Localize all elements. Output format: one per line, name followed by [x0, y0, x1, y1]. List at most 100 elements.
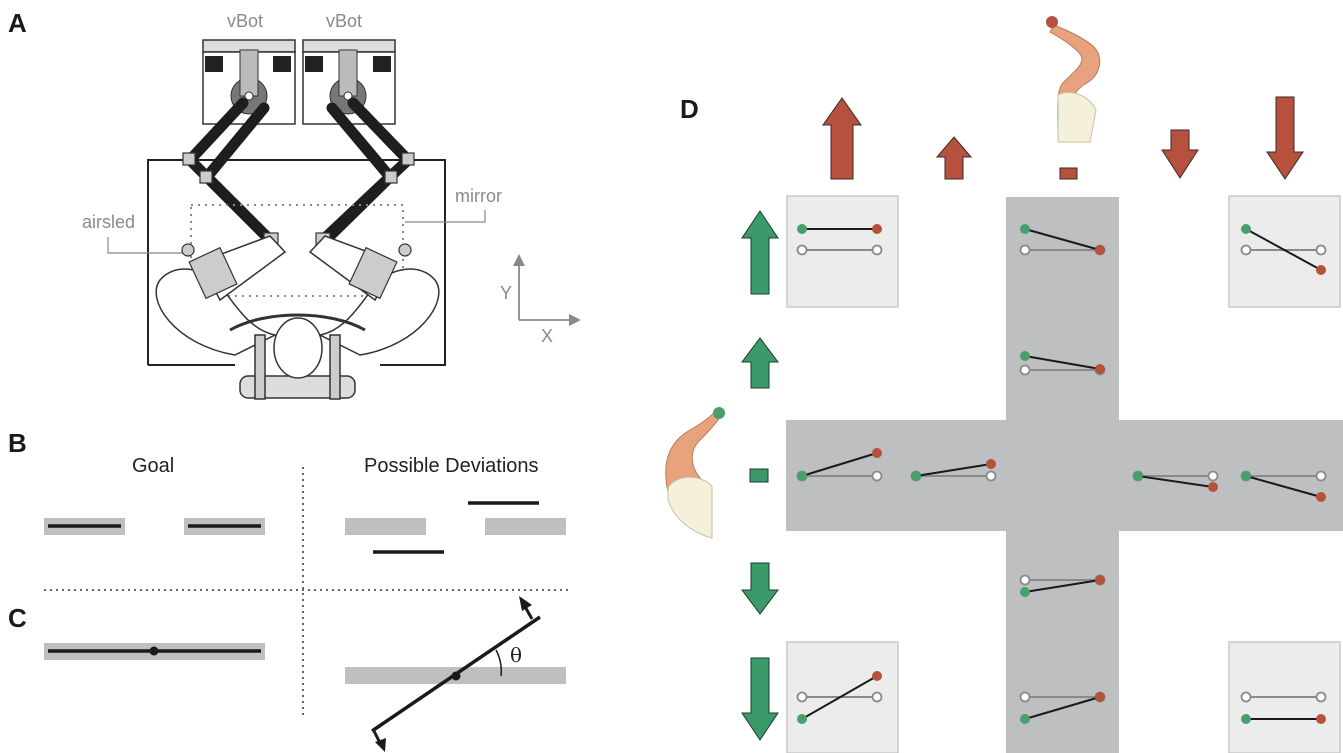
goal-endpoint — [871, 244, 883, 256]
right-hand-dot — [1316, 265, 1326, 275]
goal-bar-center — [44, 643, 265, 660]
axis-y-label: Y — [500, 283, 512, 303]
right-hand-dot — [872, 448, 882, 458]
goal-endpoint — [1207, 470, 1219, 482]
right-hand-dot — [1095, 364, 1105, 374]
actual-line — [801, 452, 878, 477]
panel-d-label: D — [680, 94, 699, 124]
hand-position-glyph — [1240, 224, 1327, 275]
airsled-leader — [107, 237, 186, 254]
deviation-label: Possible Deviations — [364, 455, 539, 477]
left-hand-dot — [1241, 714, 1251, 724]
left-hand-dot — [1020, 224, 1030, 234]
right-hand-dot — [1095, 245, 1105, 255]
left-hand-dot — [797, 714, 807, 724]
vbot-label-right: vBot — [326, 11, 362, 31]
vbot-label-left: vBot — [227, 11, 263, 31]
mirror-leader — [405, 210, 486, 223]
hand-position-glyph — [1132, 470, 1219, 492]
arrow-left-up-large — [741, 210, 779, 295]
arrow-left-down-large — [741, 657, 779, 741]
deviation-bars — [345, 501, 566, 554]
hand-position-glyph — [1019, 691, 1106, 724]
arrow-up-large — [822, 97, 862, 180]
actual-line — [1024, 579, 1101, 593]
arrow-up-small — [935, 136, 973, 180]
hand-position-glyph — [1019, 574, 1106, 597]
goal-endpoint — [1019, 364, 1031, 376]
goal-endpoint — [871, 470, 883, 482]
hand-position-glyph — [910, 459, 997, 482]
goal-endpoint — [796, 691, 808, 703]
goal-label: Goal — [132, 455, 174, 477]
robot-arms — [184, 97, 414, 244]
goal-endpoint — [1240, 691, 1252, 703]
subject-body — [155, 235, 440, 400]
left-hand-dot — [1020, 351, 1030, 361]
goal-endpoint — [1240, 244, 1252, 256]
actual-line — [801, 675, 878, 720]
arm-left-illustration — [665, 407, 725, 539]
right-hand-dot — [1316, 714, 1326, 724]
actual-line — [1245, 228, 1322, 271]
right-hand-dot — [1208, 482, 1218, 492]
left-hand-dot — [1241, 471, 1251, 481]
right-hand-dot — [872, 224, 882, 234]
arrow-left-up-small — [741, 337, 779, 389]
actual-line — [1137, 475, 1214, 488]
panel-a-label: A — [8, 8, 27, 38]
minus-top — [1059, 167, 1078, 180]
right-hand-dot — [872, 671, 882, 681]
goal-endpoint — [1315, 470, 1327, 482]
left-hand-dot — [1020, 714, 1030, 724]
table-outline — [147, 159, 446, 366]
xy-axes — [513, 254, 581, 326]
actual-line — [915, 463, 992, 477]
hand-position-glyph — [796, 224, 883, 256]
corner-cells — [786, 195, 1341, 753]
right-hand-dot — [986, 459, 996, 469]
minus-left — [749, 468, 769, 483]
hand-position-glyph — [796, 448, 883, 482]
goal-endpoint — [796, 244, 808, 256]
right-hand-dot — [1095, 575, 1105, 585]
hand-position-glyph — [1019, 351, 1106, 376]
left-hand-dot — [797, 224, 807, 234]
goal-endpoint — [1315, 691, 1327, 703]
panel-b-label: B — [8, 428, 27, 458]
right-hand-dot — [1095, 692, 1105, 702]
goal-bars — [44, 518, 265, 535]
mirror-label: mirror — [455, 186, 502, 206]
bar-glyphs — [796, 224, 1327, 724]
goal-endpoint — [1019, 574, 1031, 586]
vbot-left — [202, 39, 296, 125]
left-hand-dot — [1133, 471, 1143, 481]
hand-position-glyph — [1240, 470, 1327, 502]
actual-line — [1024, 696, 1101, 720]
goal-endpoint — [1019, 691, 1031, 703]
goal-endpoint — [985, 470, 997, 482]
vbot-right — [302, 39, 396, 125]
hand-position-glyph — [1019, 224, 1106, 256]
goal-endpoint — [1019, 244, 1031, 256]
axis-x-label: X — [541, 326, 553, 346]
actual-line — [1024, 228, 1101, 251]
arrow-left-down-small — [741, 562, 779, 615]
left-arrows — [741, 210, 779, 741]
left-hand-dot — [797, 471, 807, 481]
theta-symbol: θ — [510, 643, 522, 667]
left-hand-dot — [1020, 587, 1030, 597]
arrow-down-large — [1266, 96, 1304, 180]
rotated-bar — [345, 596, 566, 752]
left-hand-dot — [1241, 224, 1251, 234]
right-hand-dot — [1316, 492, 1326, 502]
arm-top-illustration — [1046, 16, 1101, 143]
arrow-down-small — [1161, 129, 1199, 179]
panel-c-label: C — [8, 603, 27, 633]
hand-position-glyph — [796, 671, 883, 724]
top-arrows — [822, 96, 1304, 180]
airsleds — [181, 243, 412, 300]
goal-endpoint — [871, 691, 883, 703]
left-hand-dot — [911, 471, 921, 481]
